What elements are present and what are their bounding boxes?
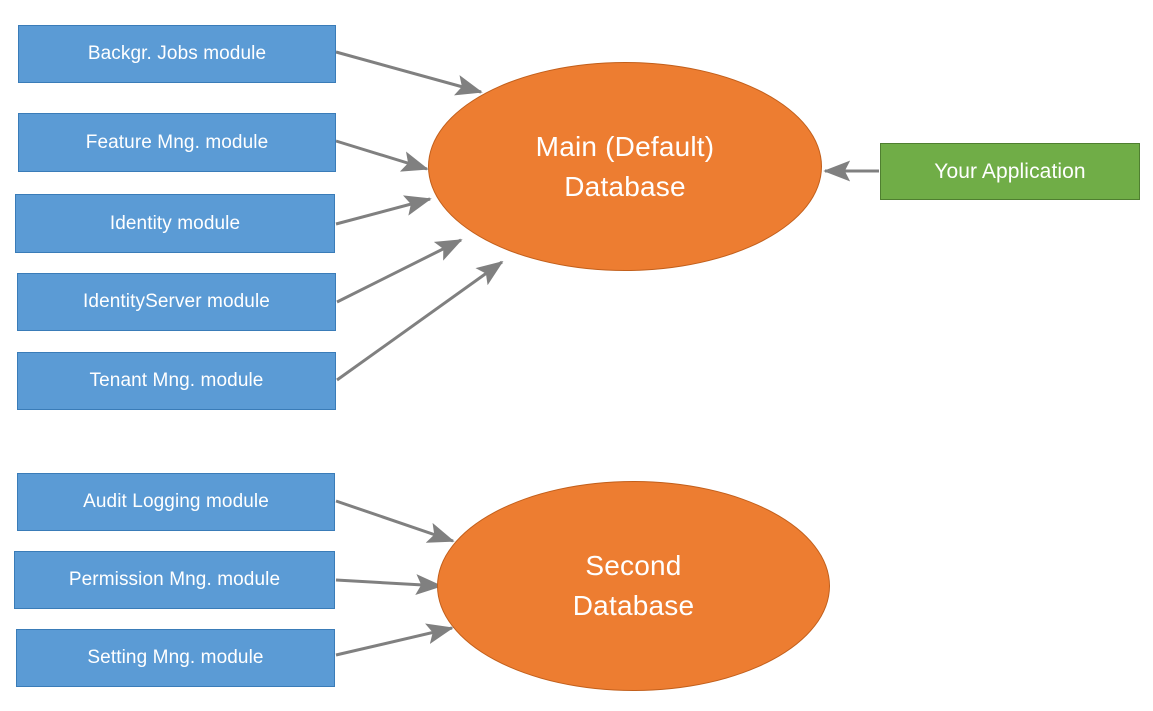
module-box-permission-mng[interactable]: Permission Mng. module [14, 551, 335, 609]
database-label: Second Database [572, 550, 695, 621]
module-box-identity[interactable]: Identity module [15, 194, 335, 253]
module-box-backgr-jobs[interactable]: Backgr. Jobs module [18, 25, 336, 83]
module-box-identityserver[interactable]: IdentityServer module [17, 273, 336, 331]
module-label: Audit Logging module [83, 491, 269, 513]
database-ellipse-main[interactable]: Main (Default) Database [428, 62, 822, 271]
module-label: IdentityServer module [83, 291, 270, 313]
database-label: Main (Default) Database [535, 130, 715, 202]
module-box-setting-mng[interactable]: Setting Mng. module [16, 629, 335, 687]
module-label: Backgr. Jobs module [87, 43, 267, 65]
arrow-backgr-jobs-to-main-db [335, 50, 483, 96]
module-label: Permission Mng. module [68, 569, 281, 591]
module-label: Identity module [109, 212, 241, 234]
module-box-audit-logging[interactable]: Audit Logging module [17, 473, 335, 531]
arrow-permission-mng-to-second-db [335, 574, 443, 596]
arrow-identityserver-to-main-db [336, 238, 463, 304]
module-label: Tenant Mng. module [89, 370, 264, 392]
database-ellipse-second[interactable]: Second Database [437, 481, 830, 691]
arrow-audit-logging-to-second-db [335, 499, 455, 543]
arrow-feature-mng-to-main-db [335, 139, 429, 172]
application-label: Your Application [934, 159, 1086, 183]
arrow-tenant-mng-to-main-db [336, 260, 504, 382]
application-box[interactable]: Your Application [880, 143, 1140, 200]
module-label: Feature Mng. module [85, 131, 269, 153]
arrow-identity-to-main-db [335, 195, 432, 226]
module-box-feature-mng[interactable]: Feature Mng. module [18, 113, 336, 172]
module-label: Setting Mng. module [87, 647, 264, 669]
module-box-tenant-mng[interactable]: Tenant Mng. module [17, 352, 336, 410]
arrow-setting-mng-to-second-db [335, 623, 454, 657]
